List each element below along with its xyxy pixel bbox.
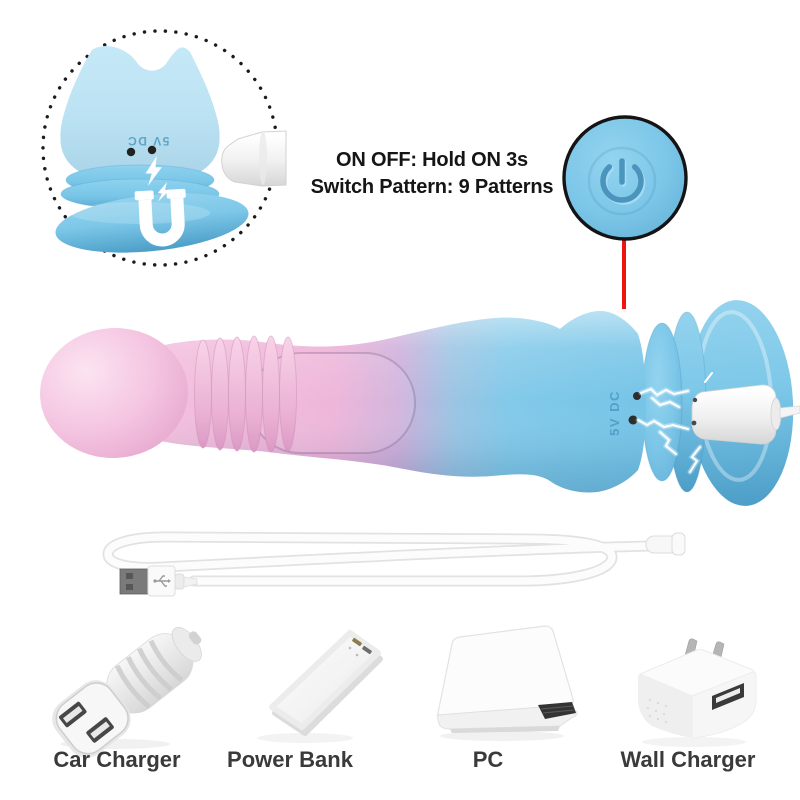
power-bank-image [269, 630, 383, 736]
charge-contact-dot [147, 145, 157, 155]
label-pc: PC [472, 747, 504, 772]
product-device: 5V DC [40, 300, 800, 506]
inset-port-label: 5V DC [127, 134, 170, 148]
usb-port [712, 683, 744, 710]
instruction-line-1: ON OFF: Hold ON 3s [336, 149, 528, 171]
charging-options [52, 625, 757, 758]
magnet-icon [134, 188, 186, 247]
instruction-line-2: Switch Pattern: 9 Patterns [310, 176, 554, 198]
usb-charging-cable [102, 531, 686, 597]
label-wall-charger: Wall Charger [620, 747, 756, 772]
charger-texture-dots [646, 698, 668, 724]
cable-magnetic-tip [645, 532, 686, 556]
charger-cable-stub [779, 405, 800, 419]
charge-contact-dot [628, 415, 638, 425]
wall-charger-image [638, 638, 757, 739]
magnetic-charger-tip-icon [221, 130, 287, 187]
ribbed-rings [194, 335, 297, 453]
magnified-power-button-inset [562, 115, 688, 309]
label-car-charger: Car Charger [53, 747, 181, 772]
device-port-label: 5V DC [607, 390, 622, 436]
magnified-charging-port-inset: 5V DC [41, 29, 287, 267]
device-tip [40, 327, 188, 459]
laptop-image [436, 625, 578, 733]
usb-port [59, 701, 114, 743]
power-icon [600, 158, 646, 205]
label-power-bank: Power Bank [227, 747, 353, 772]
car-charger-image [52, 627, 202, 758]
magnetic-charger-head [691, 384, 800, 445]
usb-trident-icon [153, 575, 171, 587]
power-bank-ports [348, 637, 372, 657]
charge-contact-dot [126, 147, 136, 157]
lightning-bolt-icon [145, 156, 170, 202]
charge-contact-dot [633, 392, 641, 400]
power-instructions: ON OFF: Hold ON 3s Switch Pattern: 9 Pat… [272, 147, 592, 201]
electric-sparks [635, 372, 713, 475]
usb-a-connector [119, 565, 198, 597]
